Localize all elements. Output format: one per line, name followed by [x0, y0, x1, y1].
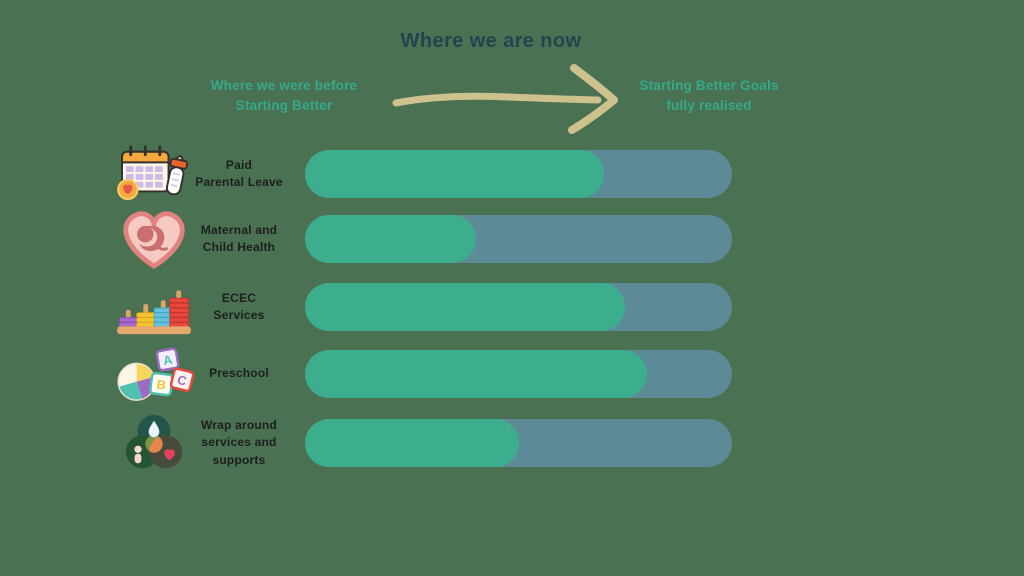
svg-text:B: B [156, 378, 167, 393]
start-state-label: Where we were before Starting Better [210, 78, 358, 113]
calendar-and-baby-bottle-icon [110, 142, 198, 206]
bar-fill [305, 150, 604, 198]
row-label: Maternal and Child Health [200, 222, 278, 254]
bar-fill [305, 350, 647, 398]
bar-fill [305, 419, 519, 467]
bar-track [305, 150, 732, 198]
stacking-rings-toy-icon [110, 275, 198, 339]
chart-row-preschool: A B C Preschool [0, 342, 1024, 406]
goal-state-label: Starting Better Goals fully realised [639, 78, 779, 113]
bar-track [305, 215, 732, 263]
heart-with-fetus-icon [110, 207, 198, 271]
bar-fill [305, 215, 476, 263]
bar-track [305, 419, 732, 467]
chart-row-maternal-child-health: Maternal and Child Health [0, 207, 1024, 271]
bar-track [305, 283, 732, 331]
svg-text:A: A [162, 353, 173, 368]
row-label: Preschool [209, 366, 269, 381]
chart-title: Where we are now [400, 30, 582, 52]
ball-and-abc-blocks-icon: A B C [110, 342, 198, 406]
chart-row-paid-parental-leave: Paid Parental Leave [0, 142, 1024, 206]
row-label: Wrap around services and supports [201, 417, 277, 467]
bar-track [305, 350, 732, 398]
hand-drawn-right-arrow-icon [388, 58, 633, 138]
svg-text:C: C [176, 373, 188, 389]
chart-row-wrap-around-services: Wrap around services and supports [0, 411, 1024, 475]
bar-fill [305, 283, 626, 331]
row-label: Paid Parental Leave [195, 157, 283, 189]
chart-row-ecec-services: ECEC Services [0, 275, 1024, 339]
row-label: ECEC Services [213, 290, 265, 322]
venn-three-circles-icon [110, 411, 198, 475]
